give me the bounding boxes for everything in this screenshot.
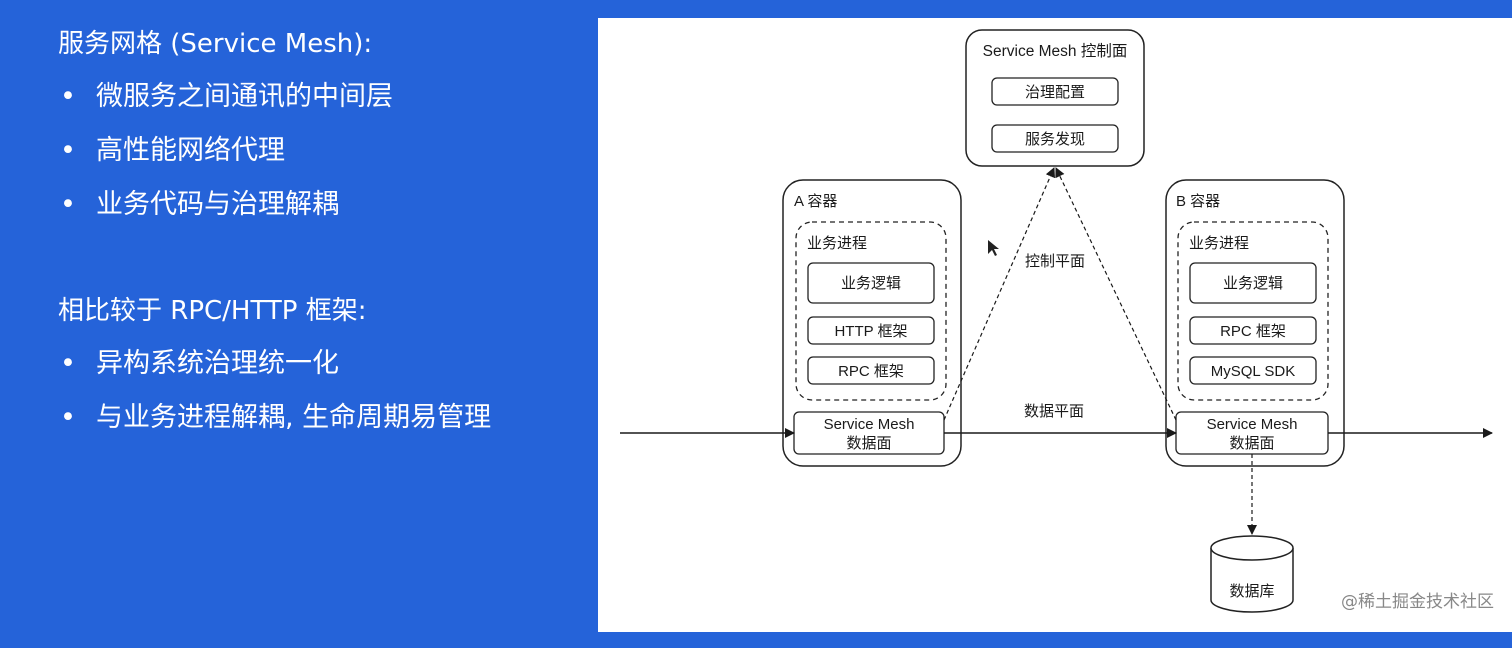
- rpc-b-box: [1189, 316, 1317, 345]
- bullet-dot: •: [60, 348, 76, 379]
- control-plane-box: Service Mesh 控制面 治理配置 服务发现: [965, 29, 1145, 167]
- config-box: [991, 77, 1119, 106]
- logic-b-box: [1189, 262, 1317, 304]
- bullet-text: 异构系统治理统一化: [96, 348, 339, 379]
- mysql-b-box: [1189, 356, 1317, 385]
- mysql-b-label: MySQL SDK: [1211, 363, 1295, 380]
- database-label: 数据库: [1229, 583, 1274, 600]
- rpc-b-label: RPC 框架: [1220, 323, 1286, 340]
- bullet-item: • 与业务进程解耦, 生命周期易管理: [60, 401, 491, 435]
- control-plane-label: 控制平面: [1025, 253, 1085, 270]
- bullet-text: 与业务进程解耦, 生命周期易管理: [96, 402, 492, 433]
- process-a-box: [795, 221, 947, 401]
- bullet-item: • 微服务之间通讯的中间层: [60, 80, 393, 114]
- service-mesh-diagram: Service Mesh 控制面 治理配置 服务发现 A 容器 业务进程 业务逻…: [620, 29, 1493, 613]
- heading-service-mesh: 服务网格 (Service Mesh):: [58, 29, 373, 59]
- bullet-text: 业务代码与治理解耦: [96, 189, 339, 220]
- logic-b-label: 业务逻辑: [1223, 275, 1283, 292]
- bullet-item: • 高性能网络代理: [60, 134, 285, 168]
- rpc-a-label: RPC 框架: [838, 363, 904, 380]
- bullet-dot: •: [60, 135, 76, 166]
- rpc-a-box: [807, 356, 935, 385]
- database-cylinder: 数据库: [1210, 535, 1294, 613]
- container-b: B 容器 业务进程 业务逻辑 RPC 框架 MySQL SDK Service …: [1165, 179, 1345, 467]
- bullet-text: 微服务之间通讯的中间层: [96, 81, 393, 112]
- bullet-dot: •: [60, 402, 76, 433]
- cursor-icon: [988, 240, 999, 256]
- logic-a-box: [807, 262, 935, 304]
- a-to-control-arrow: [943, 167, 1055, 421]
- control-plane-title: Service Mesh 控制面: [983, 42, 1128, 60]
- mesh-a-line2: 数据面: [846, 435, 891, 452]
- bullet-dot: •: [60, 189, 76, 220]
- mesh-b-line1: Service Mesh: [1207, 416, 1298, 433]
- http-a-box: [807, 316, 935, 345]
- container-a-title: A 容器: [794, 193, 837, 210]
- bullet-item: • 业务代码与治理解耦: [60, 188, 339, 222]
- container-a: A 容器 业务进程 业务逻辑 HTTP 框架 RPC 框架 Service Me…: [782, 179, 962, 467]
- process-a-title: 业务进程: [807, 235, 867, 252]
- discovery-box: [991, 124, 1119, 153]
- bullet-item: • 异构系统治理统一化: [60, 347, 339, 381]
- config-label: 治理配置: [1025, 84, 1085, 101]
- heading-compare: 相比较于 RPC/HTTP 框架:: [58, 296, 367, 326]
- bullet-dot: •: [60, 81, 76, 112]
- logic-a-label: 业务逻辑: [841, 275, 901, 292]
- discovery-label: 服务发现: [1025, 131, 1085, 148]
- process-b-title: 业务进程: [1189, 235, 1249, 252]
- data-plane-label: 数据平面: [1024, 403, 1084, 420]
- left-text-panel: 服务网格 (Service Mesh): • 微服务之间通讯的中间层 • 高性能网络…: [0, 0, 598, 648]
- process-b-box: [1177, 221, 1329, 401]
- credit-watermark: @稀土掘金技术社区: [1341, 592, 1494, 612]
- b-to-control-arrow: [1055, 167, 1177, 421]
- mesh-b-line2: 数据面: [1229, 435, 1274, 452]
- http-a-label: HTTP 框架: [834, 323, 907, 340]
- container-b-title: B 容器: [1176, 193, 1220, 210]
- mesh-a-line1: Service Mesh: [824, 416, 915, 433]
- diagram-panel: Service Mesh 控制面 治理配置 服务发现 A 容器 业务进程 业务逻…: [598, 18, 1512, 632]
- bullet-text: 高性能网络代理: [96, 135, 285, 166]
